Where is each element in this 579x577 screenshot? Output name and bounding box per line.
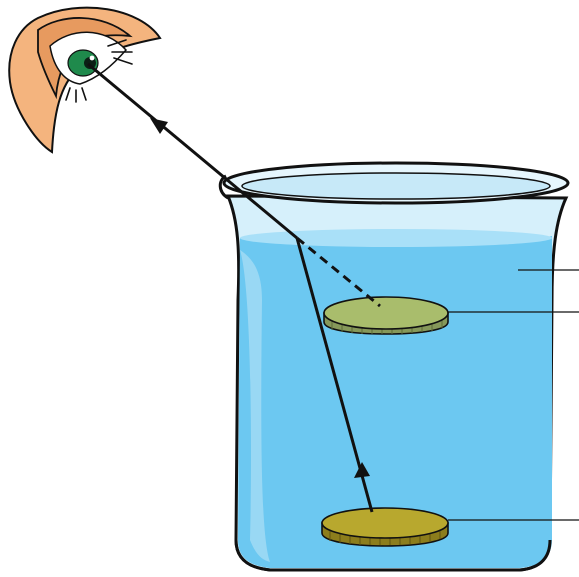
apparent-coin-face <box>324 297 448 329</box>
beaker-rim-inner <box>242 173 550 199</box>
real-coin <box>322 508 448 546</box>
water-surface <box>240 229 552 247</box>
apparent-coin <box>324 297 448 334</box>
real-coin-face <box>322 508 448 538</box>
ray-air <box>88 64 297 238</box>
eye <box>9 8 160 152</box>
arrow-air <box>150 118 168 134</box>
eye-highlight <box>90 56 95 61</box>
